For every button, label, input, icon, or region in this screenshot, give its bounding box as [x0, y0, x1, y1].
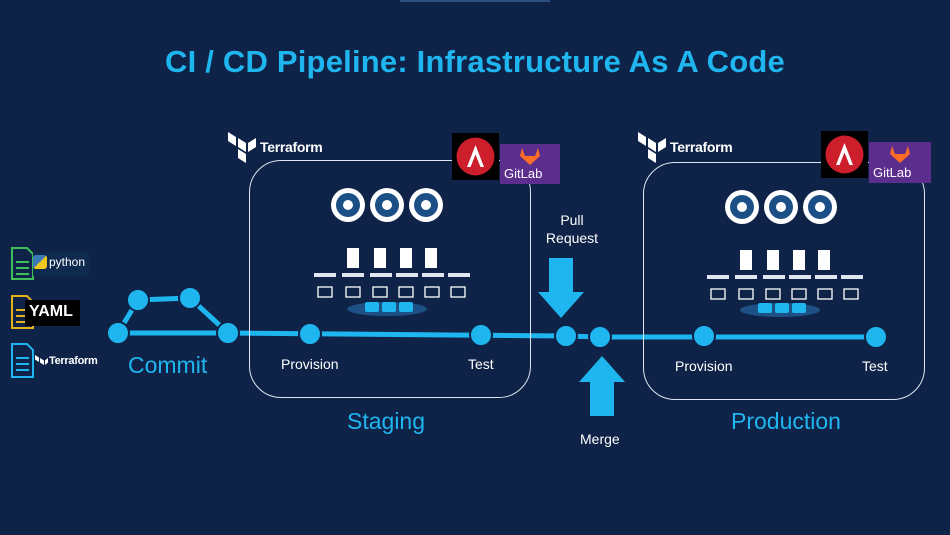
staging-label: Staging — [347, 408, 426, 434]
pipeline-nodes — [106, 286, 888, 349]
staging-test-node — [469, 323, 493, 347]
python-logo-icon — [33, 255, 47, 269]
commit-node-right — [216, 321, 240, 345]
staging-provision-label: Provision — [281, 356, 339, 372]
production-ansible-badge — [821, 131, 868, 178]
staging-gitlab-badge: GitLab — [500, 144, 560, 184]
pull-request-line2: Request — [545, 230, 599, 246]
terraform-file-icon — [11, 343, 34, 378]
server-icon — [740, 250, 830, 270]
production-environment-box — [643, 162, 925, 400]
merge-label: Merge — [580, 431, 620, 447]
yaml-badge: YAML — [25, 300, 80, 326]
production-label: Production — [731, 408, 841, 434]
router-icon — [370, 188, 404, 222]
pull-request-arrow-icon — [538, 258, 584, 318]
storage-grid-icon — [710, 288, 859, 300]
python-badge: python — [33, 252, 89, 276]
commit-node-top-left — [126, 288, 150, 312]
top-accent-strip — [400, 0, 550, 2]
ansible-icon — [456, 137, 495, 176]
router-icon — [409, 188, 443, 222]
staging-terraform-label: Terraform — [260, 139, 323, 155]
commit-node-left — [106, 321, 130, 345]
production-test-label: Test — [862, 358, 888, 374]
switch-icon — [314, 273, 470, 277]
merge-arrow-icon — [579, 356, 625, 416]
terraform-source-badge: Terraform — [34, 352, 100, 372]
terraform-logo-icon — [638, 132, 666, 163]
python-label: python — [49, 255, 86, 269]
ansible-icon — [825, 135, 864, 174]
pull-request-label: Pull Request — [540, 211, 604, 247]
gitlab-icon — [890, 146, 910, 163]
production-provision-label: Provision — [675, 358, 733, 374]
pipeline-line — [115, 295, 879, 340]
staging-gitlab-label: GitLab — [504, 166, 543, 181]
gitlab-icon — [520, 148, 540, 165]
production-infrastructure — [707, 190, 863, 317]
terraform-source-label: Terraform — [49, 355, 98, 367]
yaml-label: YAML — [29, 303, 73, 320]
router-icon — [725, 190, 759, 224]
slide-title: CI / CD Pipeline: Infrastructure As A Co… — [165, 44, 785, 79]
production-gitlab-label: GitLab — [873, 165, 912, 180]
server-icon — [347, 248, 437, 268]
vm-icon — [347, 302, 427, 316]
merge-node — [588, 325, 612, 349]
production-terraform-logo: Terraform — [636, 130, 746, 164]
staging-infrastructure — [314, 188, 470, 316]
production-provision-node — [692, 324, 716, 348]
commit-node-top-right — [178, 286, 202, 310]
staging-terraform-logo: Terraform — [226, 130, 336, 164]
production-test-node — [864, 325, 888, 349]
vm-icon — [740, 303, 820, 317]
storage-grid-icon — [317, 286, 466, 298]
production-terraform-label: Terraform — [670, 139, 733, 155]
router-icon — [331, 188, 365, 222]
staging-test-label: Test — [468, 356, 494, 372]
production-gitlab-badge: GitLab — [869, 142, 931, 183]
terraform-logo-icon — [228, 132, 256, 163]
python-file-icon — [11, 247, 34, 280]
staging-ansible-badge — [452, 133, 499, 180]
staging-environment-box — [249, 160, 531, 398]
pull-request-line1: Pull — [560, 212, 584, 228]
commit-label: Commit — [128, 352, 208, 378]
router-icon — [764, 190, 798, 224]
staging-provision-node — [298, 322, 322, 346]
pull-request-node — [554, 324, 578, 348]
terraform-logo-icon — [35, 355, 48, 365]
router-icon — [803, 190, 837, 224]
switch-icon — [707, 275, 863, 279]
